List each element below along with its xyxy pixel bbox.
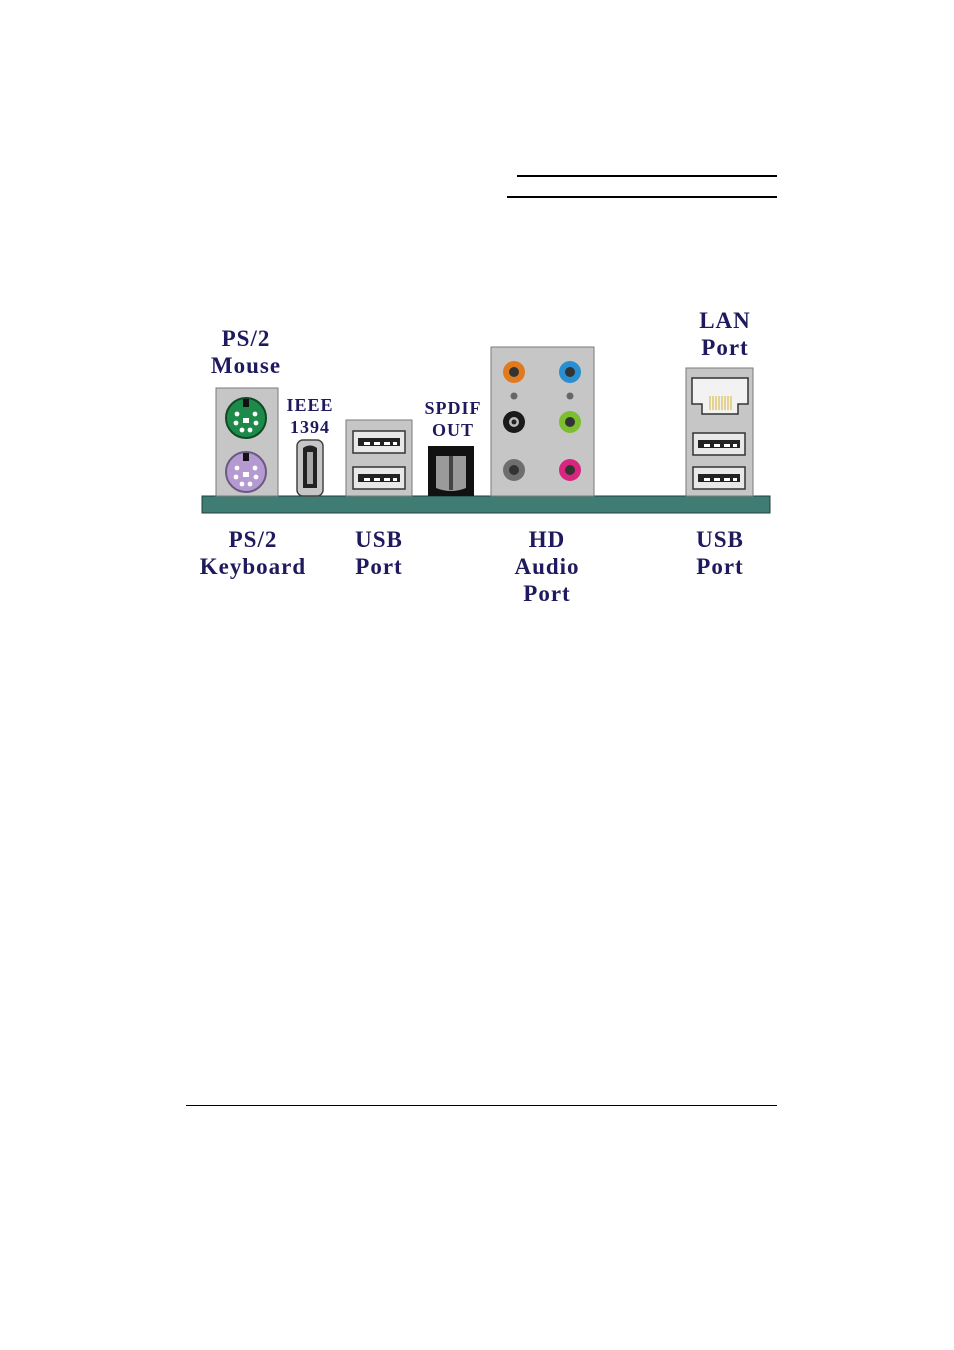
usb-port-icon bbox=[353, 467, 405, 489]
ps2-mouse-port-icon bbox=[226, 398, 266, 438]
io-baseboard bbox=[202, 496, 770, 513]
lan-usb-stack bbox=[686, 368, 753, 496]
label-hd-audio-port: HD Audio Port bbox=[497, 526, 597, 607]
usb-port-icon bbox=[693, 467, 745, 489]
audio-jack-icon bbox=[503, 411, 525, 433]
audio-jack-icon bbox=[559, 459, 581, 481]
label-ps2-keyboard: PS/2 Keyboard bbox=[188, 526, 318, 580]
label-ieee1394: IEEE 1394 bbox=[275, 394, 345, 438]
ps2-block bbox=[216, 388, 278, 496]
usb-stack-left bbox=[346, 420, 412, 496]
ieee1394-port-icon bbox=[297, 440, 323, 496]
audio-jack-icon bbox=[559, 411, 581, 433]
hd-audio-block bbox=[491, 347, 594, 496]
usb-port-icon bbox=[693, 433, 745, 455]
footer-rule bbox=[186, 1105, 777, 1106]
label-ps2-mouse: PS/2 Mouse bbox=[196, 325, 296, 379]
spdif-optical-port-icon bbox=[428, 446, 474, 496]
label-lan-port: LAN Port bbox=[680, 307, 770, 361]
audio-jack-icon bbox=[503, 361, 525, 383]
usb-port-icon bbox=[353, 431, 405, 453]
label-usb-port-right: USB Port bbox=[675, 526, 765, 580]
label-usb-port-left: USB Port bbox=[334, 526, 424, 580]
audio-jack-icon bbox=[559, 361, 581, 383]
label-spdif-out: SPDIF OUT bbox=[413, 397, 493, 441]
ps2-keyboard-port-icon bbox=[226, 452, 266, 492]
audio-jack-icon bbox=[503, 459, 525, 481]
